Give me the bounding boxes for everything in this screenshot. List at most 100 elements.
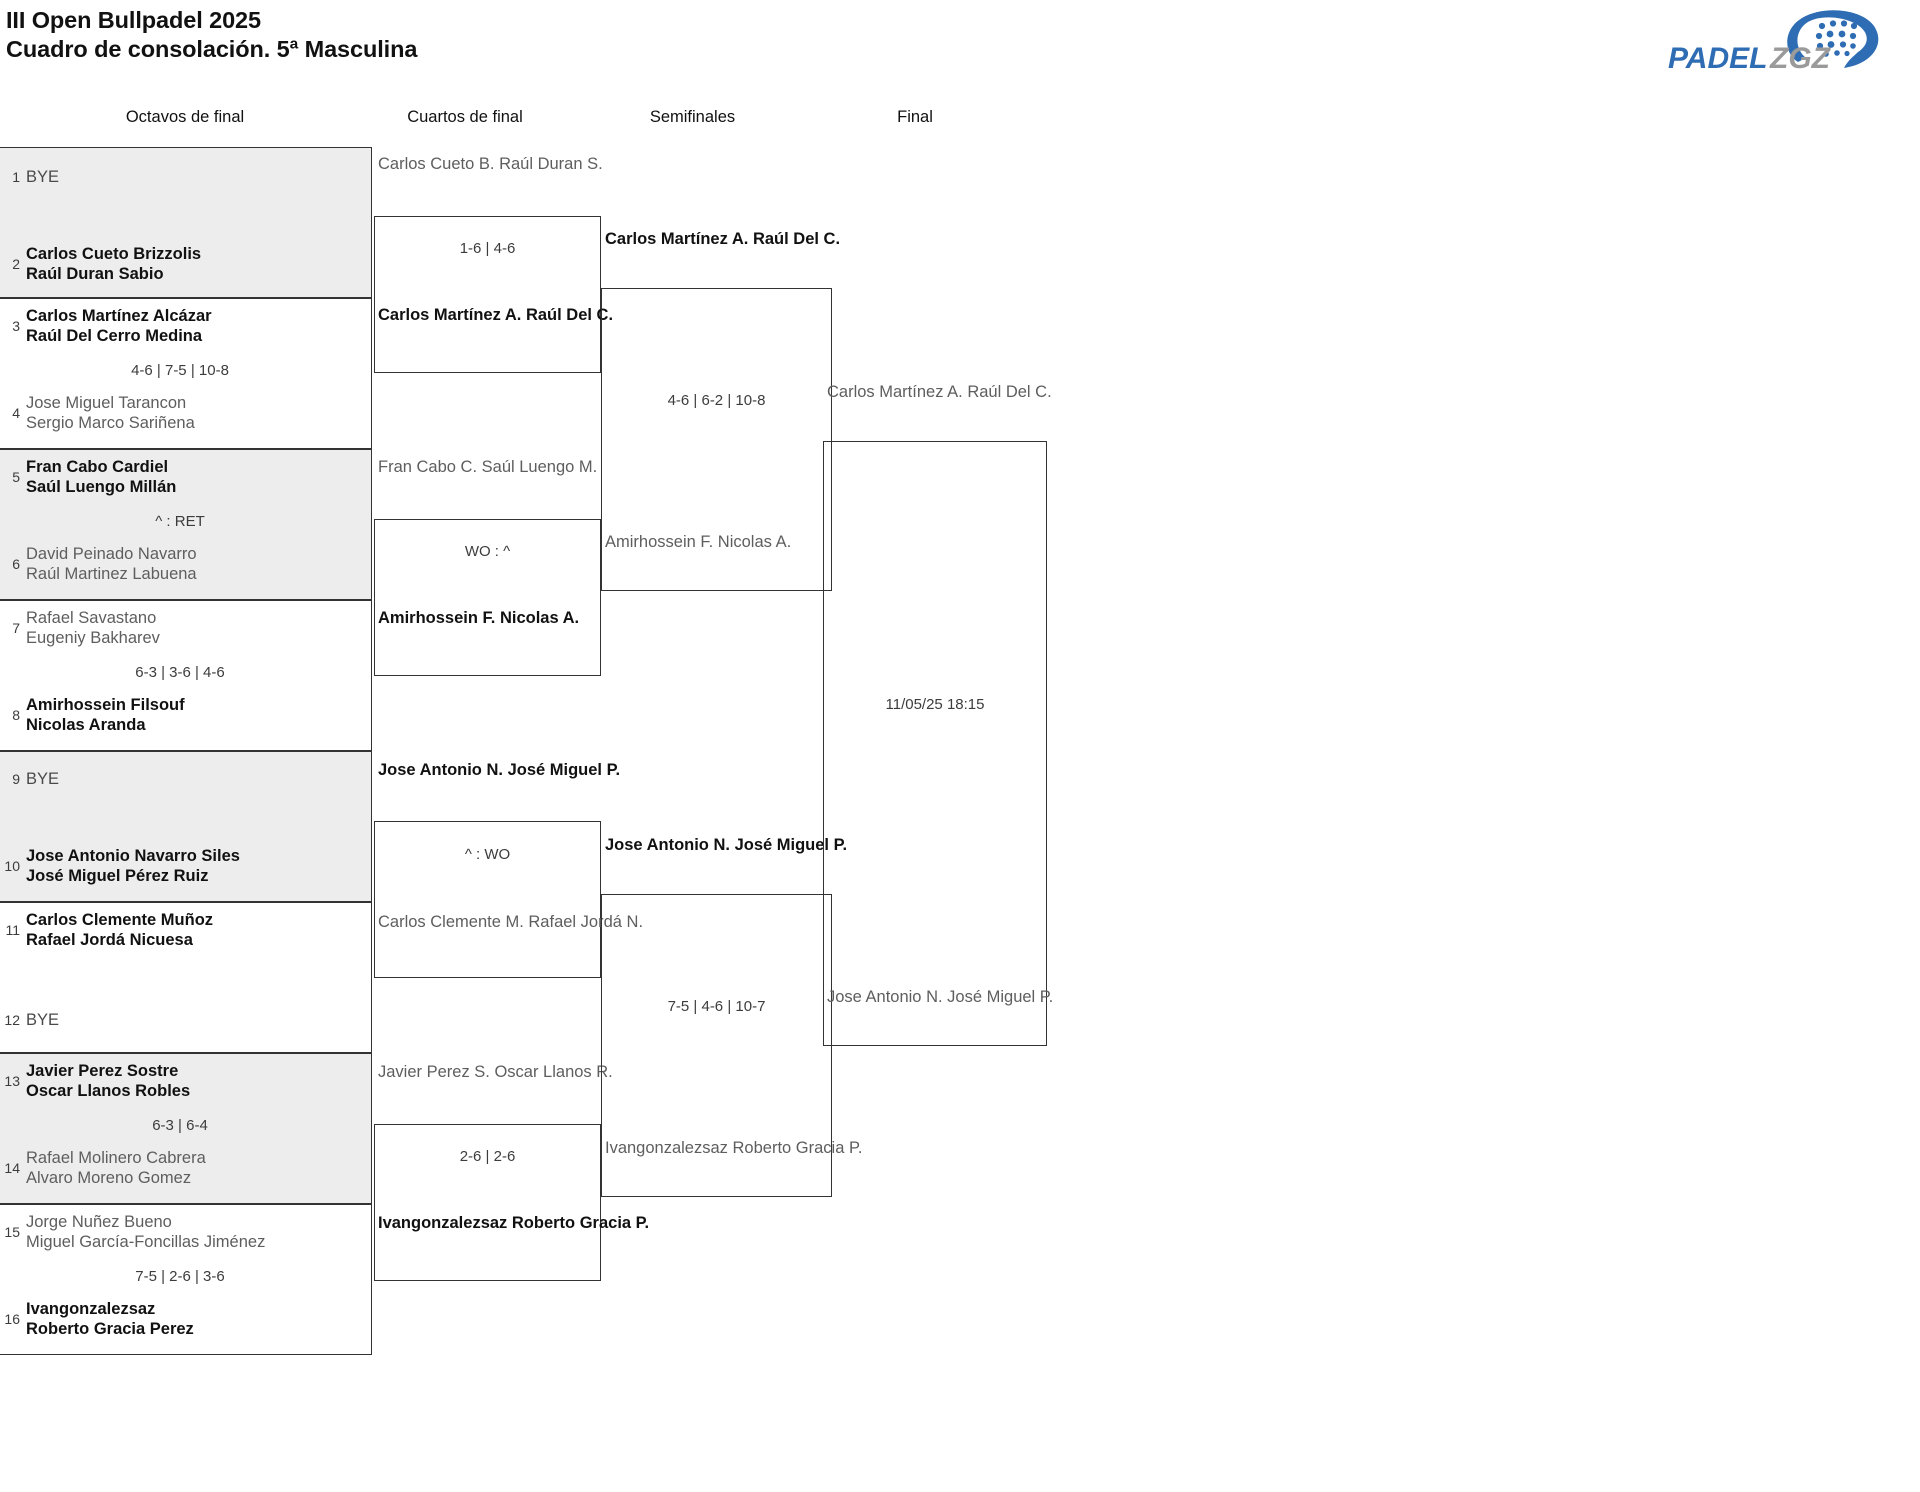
title-line-draw: Cuadro de consolación. 5ª Masculina [6, 36, 418, 62]
seed-number: 9 [12, 771, 20, 788]
r3-match-1-box[interactable] [601, 288, 832, 591]
r2-score-4: 2-6 | 2-6 [459, 1148, 516, 1165]
r1-score-4: 6-3 | 3-6 | 4-6 [135, 664, 225, 681]
team-names: BYE [26, 770, 60, 788]
r2-match-2-box[interactable] [374, 519, 601, 676]
title-line-tournament: III Open Bullpadel 2025 [6, 7, 261, 33]
team-names: BYE [26, 1011, 60, 1029]
seed-number: 14 [4, 1160, 20, 1177]
r1-score-7: 6-3 | 6-4 [152, 1117, 208, 1134]
r1-slot-seed-12[interactable]: 12 BYE [0, 1011, 372, 1031]
r2-match-4-box[interactable] [374, 1124, 601, 1281]
team-names: BYE [26, 168, 60, 186]
seed-number: 10 [4, 858, 20, 875]
r2-score-2: WO : ^ [464, 543, 511, 560]
r1-slot-seed-1[interactable]: 1 BYE [0, 168, 372, 188]
r3-match-1-bottom-team[interactable]: Amirhossein F. Nicolas A. [605, 533, 792, 551]
r2-score-3: ^ : WO [464, 846, 511, 863]
r3-match-2-bottom-team[interactable]: Ivangonzalezsaz Roberto Gracia P. [605, 1139, 863, 1157]
seed-number: 12 [4, 1012, 20, 1029]
r2-match-3-box[interactable] [374, 821, 601, 978]
seed-number: 1 [12, 169, 20, 186]
r2-match-2-bottom-team[interactable]: Amirhossein F. Nicolas A. [378, 609, 580, 627]
seed-number: 4 [12, 405, 20, 422]
r2-match-1-box[interactable] [374, 216, 601, 373]
seed-number: 11 [5, 922, 20, 939]
round-header-cuartos: Cuartos de final [407, 108, 523, 126]
seed-number: 8 [12, 707, 20, 724]
padelzgz-logo: PADEL ZGZ [1648, 6, 1898, 78]
r1-score-8: 7-5 | 2-6 | 3-6 [135, 1268, 225, 1285]
round-header-final: Final [897, 108, 933, 126]
r3-score-1: 4-6 | 6-2 | 10-8 [667, 392, 766, 409]
logo-text-zgz: ZGZ [1769, 42, 1832, 75]
r4-match-box[interactable] [823, 441, 1047, 1046]
r4-match-bottom-team[interactable]: Jose Antonio N. José Miguel P. [827, 988, 1054, 1006]
seed-number: 3 [12, 318, 20, 335]
r4-match-top-team[interactable]: Carlos Martínez A. Raúl Del C. [827, 383, 1052, 401]
r2-match-1-bottom-team[interactable]: Carlos Martínez A. Raúl Del C. [378, 306, 614, 324]
seed-number: 7 [12, 620, 20, 637]
seed-number: 13 [4, 1073, 20, 1090]
r2-match-3-top-team[interactable]: Jose Antonio N. José Miguel P. [378, 761, 621, 779]
r2-match-4-top-team[interactable]: Javier Perez S. Oscar Llanos R. [378, 1063, 613, 1081]
logo-text-padel: PADEL [1668, 42, 1767, 75]
r2-match-3-bottom-team[interactable]: Carlos Clemente M. Rafael Jordá N. [378, 913, 644, 931]
seed-number: 15 [4, 1224, 20, 1241]
r2-score-1: 1-6 | 4-6 [459, 240, 516, 257]
r3-match-1-top-team[interactable]: Carlos Martínez A. Raúl Del C. [605, 230, 841, 248]
seed-number: 16 [4, 1311, 20, 1328]
r2-match-4-bottom-team[interactable]: Ivangonzalezsaz Roberto Gracia P. [378, 1214, 650, 1232]
logo-svg: PADEL ZGZ [1668, 10, 1879, 75]
r4-score: 11/05/25 18:15 [885, 696, 985, 713]
page-title: III Open Bullpadel 2025 Cuadro de consol… [6, 6, 906, 64]
racket-swoosh-icon [1787, 10, 1879, 68]
seed-number: 5 [12, 469, 20, 486]
r2-match-1-top-team[interactable]: Carlos Cueto B. Raúl Duran S. [378, 155, 603, 173]
r3-match-2-top-team[interactable]: Jose Antonio N. José Miguel P. [605, 836, 848, 854]
seed-number: 2 [12, 256, 20, 273]
seed-number: 6 [12, 556, 20, 573]
round-header-semifinales: Semifinales [649, 108, 736, 126]
round-header-octavos: Octavos de final [125, 108, 245, 126]
r1-slot-seed-9[interactable]: 9 BYE [0, 770, 372, 790]
r1-score-3: ^ : RET [155, 513, 205, 530]
r3-score-2: 7-5 | 4-6 | 10-7 [667, 998, 766, 1015]
r2-match-2-top-team[interactable]: Fran Cabo C. Saúl Luengo M. [378, 458, 598, 476]
